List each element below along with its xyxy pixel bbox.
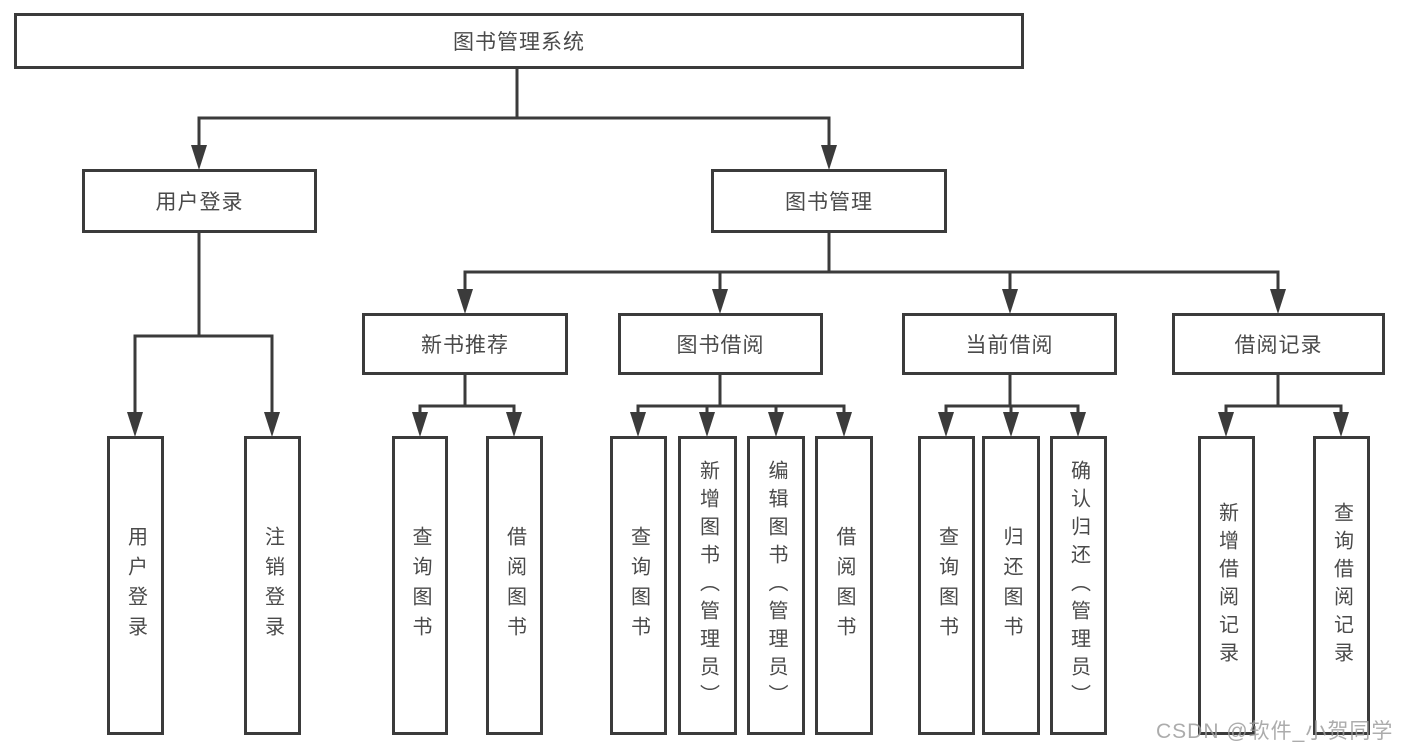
leaf-borrow-books: 借阅图书: [815, 436, 873, 735]
arrowhead-icon: [457, 289, 473, 314]
arrowheads: [127, 145, 1349, 437]
arrowhead-icon: [630, 412, 646, 437]
leaf-add-borrow-record: 新增借阅记录: [1198, 436, 1255, 735]
node-borrowing-records: 借阅记录: [1172, 313, 1385, 375]
arrowhead-icon: [191, 145, 207, 170]
node-book-borrowing: 图书借阅: [618, 313, 823, 375]
node-new-book-recommendation: 新书推荐: [362, 313, 568, 375]
arrowhead-icon: [821, 145, 837, 170]
arrowhead-icon: [768, 412, 784, 437]
leaf-return-books: 归还图书: [982, 436, 1040, 735]
arrowhead-icon: [1270, 289, 1286, 314]
arrowhead-icon: [938, 412, 954, 437]
watermark: CSDN @软件_小贺同学: [1156, 720, 1394, 743]
node-library-management-system: 图书管理系统: [14, 13, 1024, 69]
arrowhead-icon: [712, 289, 728, 314]
node-user-login: 用户登录: [82, 169, 317, 233]
leaf-query-books-current: 查询图书: [918, 436, 975, 735]
arrowhead-icon: [1070, 412, 1086, 437]
arrowhead-icon: [1333, 412, 1349, 437]
leaf-confirm-return-admin: 确认归还（管理员）: [1050, 436, 1107, 735]
node-book-management: 图书管理: [711, 169, 947, 233]
leaf-edit-book-admin: 编辑图书（管理员）: [747, 436, 805, 735]
arrowhead-icon: [1218, 412, 1234, 437]
leaf-logout: 注销登录: [244, 436, 301, 735]
arrowhead-icon: [506, 412, 522, 437]
leaf-add-book-admin: 新增图书（管理员）: [678, 436, 737, 735]
arrowhead-icon: [264, 412, 280, 437]
connector-path: [133, 69, 1343, 414]
arrowhead-icon: [127, 412, 143, 437]
arrowhead-icon: [836, 412, 852, 437]
leaf-user-login: 用户登录: [107, 436, 164, 735]
leaf-query-books-borrow: 查询图书: [610, 436, 667, 735]
arrowhead-icon: [1003, 412, 1019, 437]
leaf-query-borrow-record: 查询借阅记录: [1313, 436, 1370, 735]
arrowhead-icon: [699, 412, 715, 437]
node-current-borrowing: 当前借阅: [902, 313, 1117, 375]
leaf-query-books-recommend: 查询图书: [392, 436, 448, 735]
arrowhead-icon: [1002, 289, 1018, 314]
leaf-borrow-books-recommend: 借阅图书: [486, 436, 543, 735]
arrowhead-icon: [412, 412, 428, 437]
